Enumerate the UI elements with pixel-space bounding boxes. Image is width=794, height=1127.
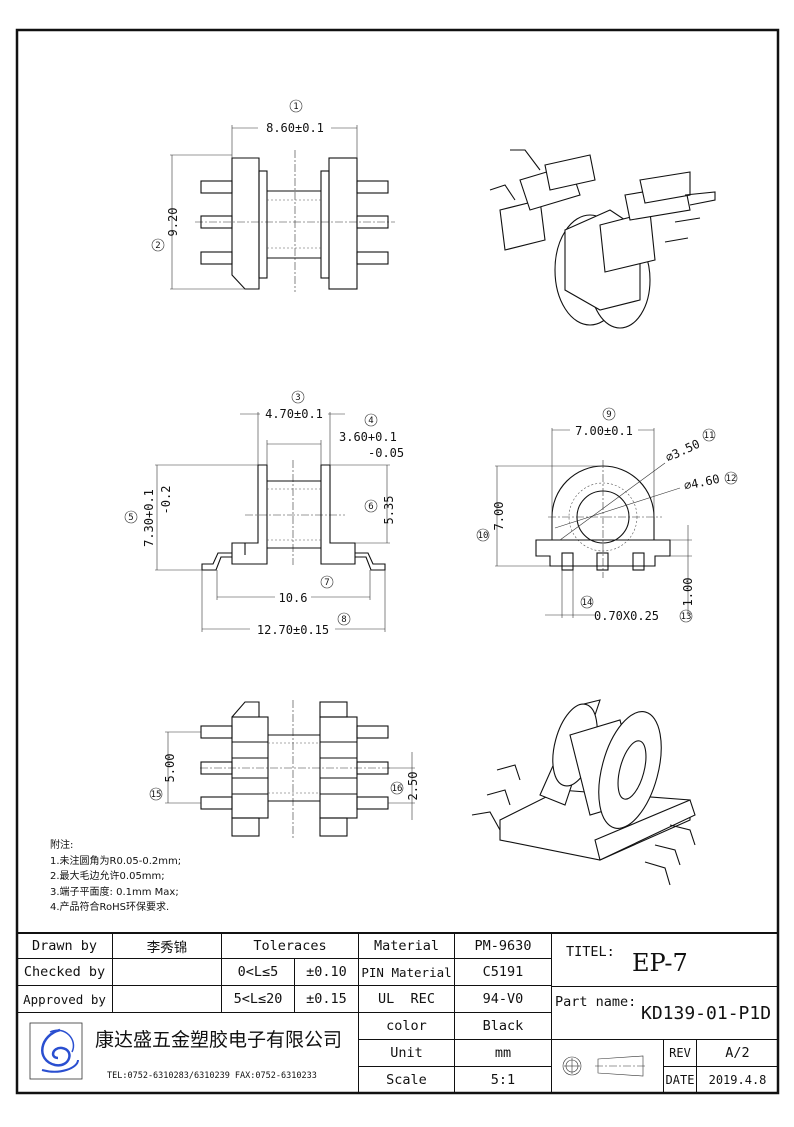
approved-by-label: Approved by <box>23 991 106 1007</box>
company-name: 康达盛五金塑胶电子有限公司 <box>95 1028 343 1051</box>
dim-5.00: 5.00 <box>163 754 177 783</box>
material-value: PM-9630 <box>474 937 532 954</box>
scale-label: Scale <box>386 1072 427 1088</box>
notes-heading: 附注: <box>50 840 74 851</box>
isometric-view-top <box>489 149 716 329</box>
isometric-view-bottom <box>471 699 696 886</box>
note-item: 2.最大毛边允许0.05mm; <box>50 871 165 882</box>
checked-by-label: Checked by <box>23 964 106 980</box>
rev-label: REV <box>669 1046 691 1060</box>
date-value: 2019.4.8 <box>708 1073 767 1087</box>
dim-3.60: 3.60+0.1 <box>339 430 397 444</box>
dim-10.6: 10.6 <box>279 591 308 605</box>
color-value: Black <box>482 1018 524 1034</box>
callout-1: 1 <box>293 102 298 112</box>
rev-value: A/2 <box>725 1045 750 1061</box>
dim-7.30: 7.30+0.1 <box>142 489 156 547</box>
drawn-by-value: 李秀锦 <box>146 939 188 956</box>
callout-2: 2 <box>155 241 160 251</box>
front-view: 9 7.00±0.1 10 7.00 ⌀3.50 11 ⌀4.60 12 1.0… <box>476 407 738 623</box>
projection-symbol <box>562 1055 646 1077</box>
note-item: 4.产品符合RoHS环保要求. <box>50 902 170 913</box>
dim-7.00-width: 7.00±0.1 <box>575 424 633 438</box>
notes: 附注: 1.未注圆角为R0.05-0.2mm; 2.最大毛边允许0.05mm; … <box>50 838 181 916</box>
company-logo <box>29 1022 83 1080</box>
dim-7.00-height: 7.00 <box>492 502 506 531</box>
dim-12.70: 12.70±0.15 <box>257 623 329 637</box>
callout-8: 8 <box>341 615 346 625</box>
tolerances-label: Toleraces <box>253 937 327 954</box>
dim-2.50: 2.50 <box>406 772 420 801</box>
dim-8.60: 8.60±0.1 <box>266 121 324 135</box>
callout-6: 6 <box>368 502 373 512</box>
unit-value: mm <box>494 1045 512 1061</box>
callout-5: 5 <box>128 513 133 523</box>
callout-7: 7 <box>324 578 329 588</box>
unit-label: Unit <box>390 1045 423 1061</box>
pin-material-label: PIN Material <box>361 964 452 980</box>
callout-3: 3 <box>295 393 300 403</box>
dim-dia-4.60: ⌀4.60 <box>683 472 721 493</box>
drawing-title: EP-7 <box>632 949 688 977</box>
callout-13: 13 <box>681 612 692 622</box>
sheet-border <box>15 28 780 1095</box>
note-item: 1.未注圆角为R0.05-0.2mm; <box>50 855 182 867</box>
callout-9: 9 <box>606 410 611 420</box>
scale-value: 5:1 <box>490 1072 516 1088</box>
dim-7.30-tol: -0.2 <box>159 486 173 515</box>
dim-0.70x0.25: 0.70X0.25 <box>594 609 659 623</box>
tolerance-value-1: ±0.10 <box>306 964 347 980</box>
pin-material-value: C5191 <box>482 964 524 980</box>
dim-9.20: 9.20 <box>166 208 180 237</box>
ul-rec-value: 94-V0 <box>482 991 524 1007</box>
dim-dia-3.50: ⌀3.50 <box>663 437 702 465</box>
dim-5.35: 5.35 <box>382 496 396 525</box>
callout-10: 10 <box>478 531 489 541</box>
ul-rec-label: UL REC <box>378 991 435 1007</box>
tolerance-range-2: 5<L≤20 <box>233 991 283 1007</box>
drawn-by-label: Drawn by <box>31 937 98 954</box>
side-view: 3 4.70±0.1 4 3.60+0.1 -0.05 5 7.30+0.1 -… <box>124 390 404 637</box>
callout-4: 4 <box>368 416 373 426</box>
material-label: Material <box>373 937 440 954</box>
dim-4.70: 4.70±0.1 <box>265 407 323 421</box>
callout-11: 11 <box>704 431 715 441</box>
company-contact: TEL:0752-6310283/6310239 FAX:0752-631023… <box>107 1071 317 1081</box>
callout-12: 12 <box>726 474 737 484</box>
callout-15: 15 <box>151 790 162 800</box>
callout-14: 14 <box>582 598 593 608</box>
note-item: 3.端子平面度: 0.1mm Max; <box>50 886 179 898</box>
dim-1.00: 1.00 <box>681 578 695 607</box>
top-view: 1 8.60±0.1 2 9.20 <box>151 99 395 292</box>
date-label: DATE <box>665 1073 695 1087</box>
tolerance-value-2: ±0.15 <box>306 991 347 1007</box>
bottom-view: 5.00 15 2.50 16 <box>149 700 420 840</box>
title-label: TITEL: <box>566 944 615 960</box>
tolerance-range-1: 0<L≤5 <box>237 964 279 980</box>
dim-3.60-tol: -0.05 <box>368 446 404 460</box>
part-name-value: KD139-01-P1D <box>641 1002 772 1024</box>
callout-16: 16 <box>392 784 403 794</box>
color-label: color <box>386 1018 427 1034</box>
part-name-label: Part name: <box>555 994 637 1010</box>
